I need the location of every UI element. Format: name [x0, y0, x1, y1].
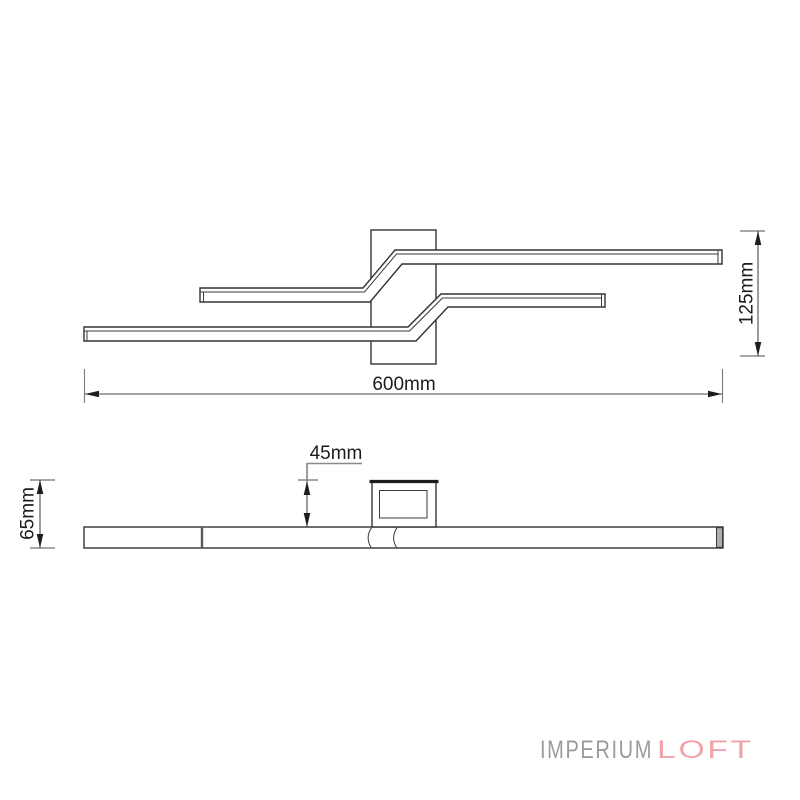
mounting-box-inner: [379, 490, 428, 519]
dim-65mm-arrow-up: [36, 480, 44, 494]
mounting-box: [371, 480, 437, 528]
logo-imperium: IMPERIUM: [540, 736, 653, 764]
upper-light-bar: [199, 249, 723, 303]
dim-125mm: 125mm: [737, 230, 765, 357]
dim-45mm-arrow-up: [303, 481, 311, 495]
dim-125mm-label: 125mm: [737, 262, 758, 325]
dim-600mm-arrow-right: [708, 390, 722, 398]
dim-125mm-arrow-top: [754, 231, 762, 245]
fixture-bar: [83, 526, 724, 549]
dim-65mm-arrow-down: [36, 534, 44, 548]
dim-45mm: 45mm: [298, 443, 362, 527]
lower-light-bar: [83, 293, 606, 342]
fixture-bar-arc-right: [393, 527, 398, 548]
dim-600mm-label: 600mm: [372, 374, 435, 395]
dim-65mm: 65mm: [18, 479, 55, 549]
dim-45mm-label: 45mm: [310, 443, 363, 464]
upper-light-bar-edge: [200, 253, 718, 293]
top-view: 600mm 125mm: [83, 229, 765, 403]
logo-loft: LOFT: [657, 736, 754, 764]
dim-600mm: 600mm: [83, 369, 724, 403]
side-view: 45mm 65mm: [18, 443, 724, 549]
dim-125mm-arrow-bottom: [754, 342, 762, 356]
brand-logo: IMPERIUM LOFT: [540, 736, 754, 764]
dim-45mm-arrow-down: [303, 513, 311, 527]
dim-65mm-label: 65mm: [18, 487, 39, 540]
fixture-bar-endcap: [716, 527, 723, 548]
fixture-bar-arc-left: [367, 527, 372, 548]
lower-light-bar-edge: [84, 297, 602, 332]
dim-600mm-arrow-left: [85, 390, 99, 398]
